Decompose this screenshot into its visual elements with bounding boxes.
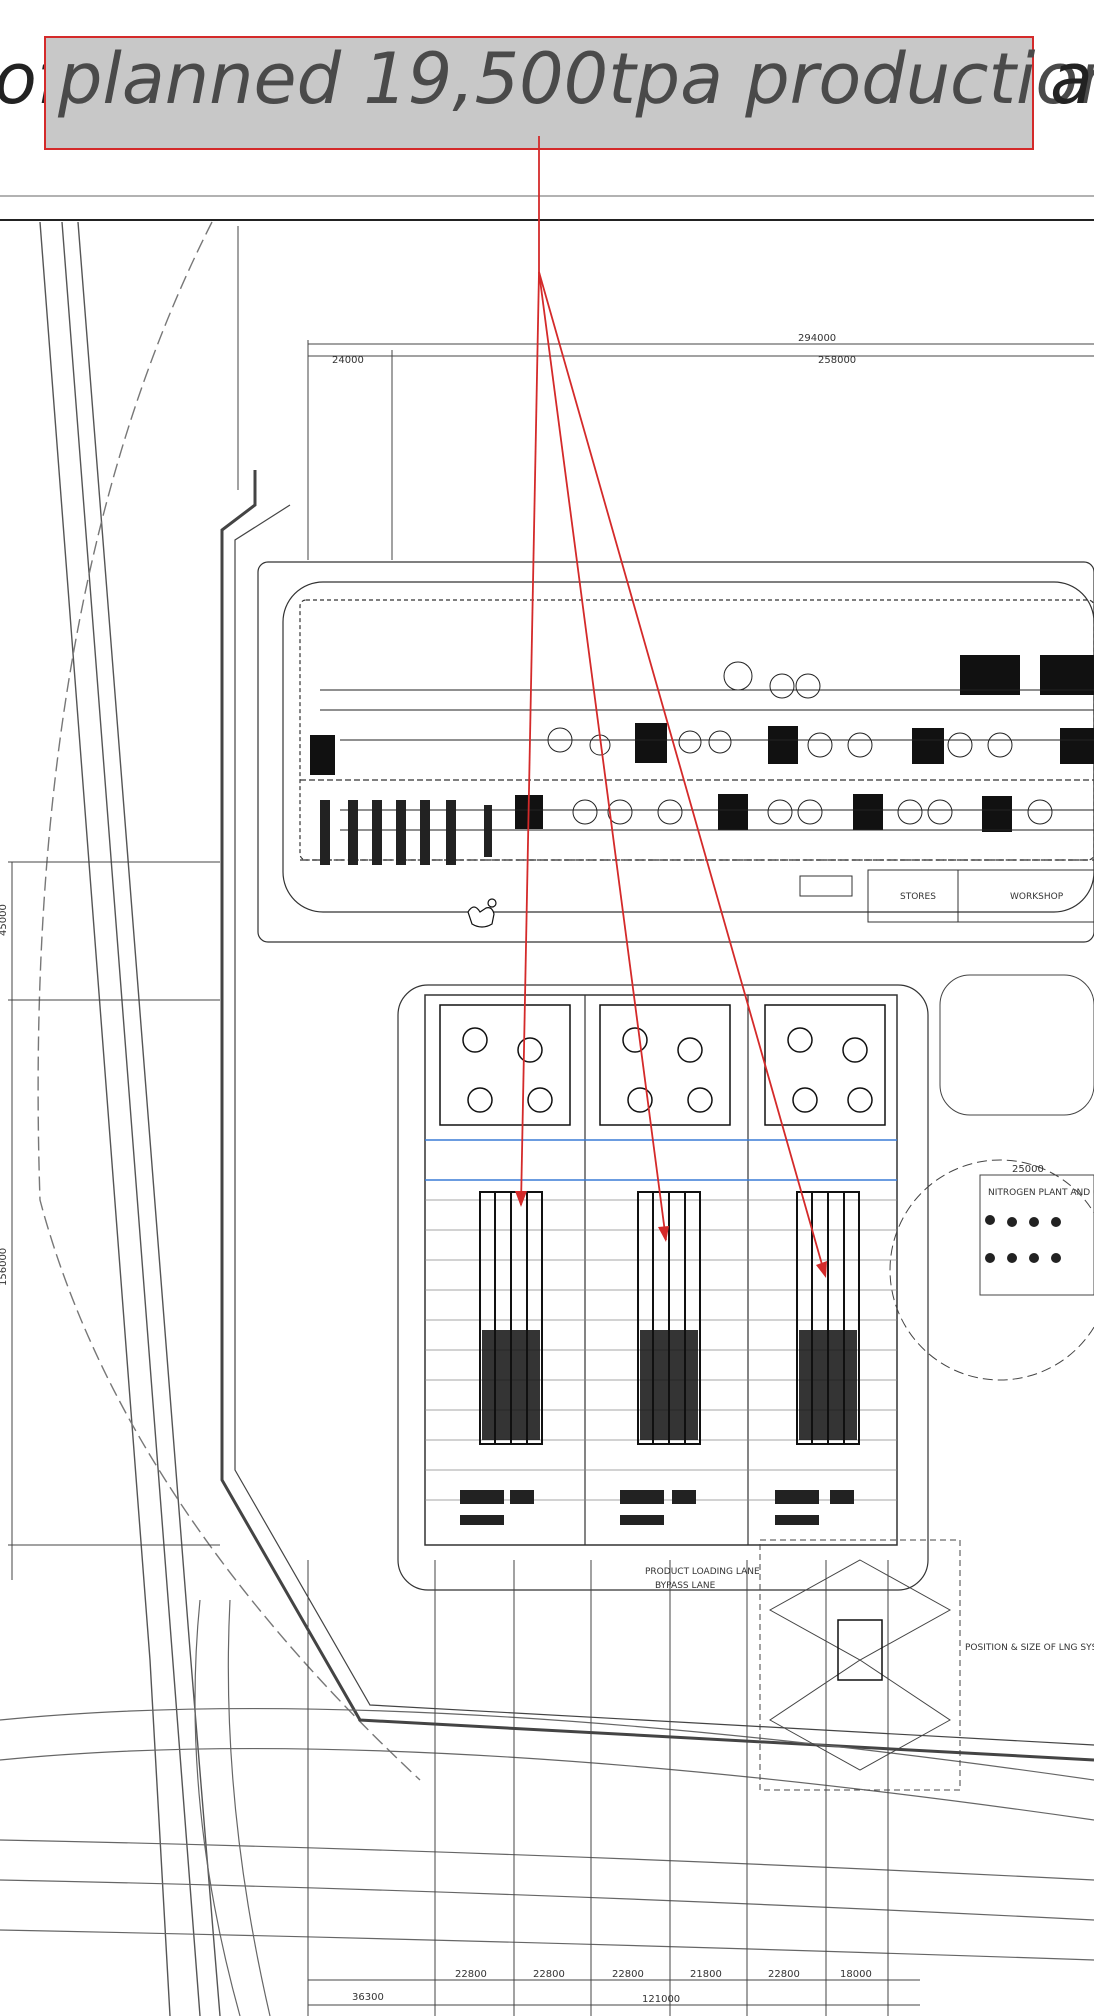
access-road (37, 221, 421, 2016)
label-product-loading-lane: PRODUCT LOADING LANE (645, 1567, 760, 1577)
process-equipment-upper (310, 655, 1094, 832)
dim-top-left: 24000 (332, 355, 364, 366)
lower-equipment (460, 1490, 854, 1525)
upper-compound (257, 561, 1094, 943)
dim-bay-1: 22800 (455, 1969, 487, 1980)
headline-suffix: ar (1050, 38, 1094, 120)
dim-right-circle: 25000 (1012, 1164, 1044, 1175)
top-dimensions (307, 340, 1094, 560)
nitrogen-area (889, 974, 1094, 1381)
dim-bay-2: 22800 (533, 1969, 565, 1980)
dim-top-main: 258000 (818, 355, 856, 366)
dim-left-top: 45000 (0, 904, 9, 936)
slide-headline: of planned 19,500tpa production ar (0, 14, 1094, 150)
hand-cursor-icon (467, 898, 497, 928)
dim-bay-6: 18000 (840, 1969, 872, 1980)
rectifier-clusters (439, 1004, 886, 1126)
lower-roads (0, 1599, 1094, 2016)
dim-top-total: 294000 (798, 333, 836, 344)
label-nitrogen-plant: NITROGEN PLANT AND COMPRESSORS (988, 1188, 1094, 1198)
dim-bottom-left: 36300 (352, 1992, 384, 2003)
label-stores: STORES (900, 892, 936, 902)
lng-area (759, 1539, 961, 1791)
annotation-arrows (520, 136, 826, 1276)
headline-highlight-text: planned 19,500tpa production (58, 38, 1094, 120)
dim-bottom-total: 121000 (642, 1994, 680, 2005)
dim-left-mid: 156000 (0, 1248, 9, 1286)
bottom-dimensions (307, 1560, 920, 2016)
process-piping-upper (320, 661, 1094, 831)
label-workshop: WORKSHOP (1010, 892, 1064, 902)
label-bypass-lane: BYPASS LANE (655, 1581, 716, 1591)
annotation-arrowheads (515, 1191, 827, 1278)
cell-house-compound (397, 984, 929, 1591)
label-position-note: POSITION & SIZE OF LNG SYSTEM TO BE REVI… (965, 1643, 1094, 1653)
dim-bay-4: 21800 (690, 1969, 722, 1980)
tank-row (320, 800, 492, 865)
dim-bay-5: 22800 (768, 1969, 800, 1980)
site-fence (220, 226, 1094, 1762)
dim-bay-3: 22800 (612, 1969, 644, 1980)
headline-highlight-box (44, 36, 1034, 150)
